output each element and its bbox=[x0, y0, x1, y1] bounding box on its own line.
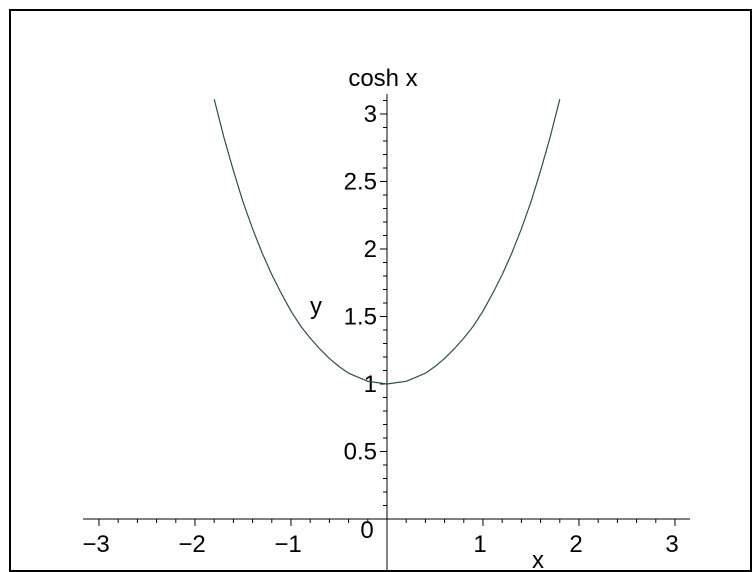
y-ticks bbox=[380, 100, 387, 506]
y-axis-label: y bbox=[310, 293, 322, 320]
x-ticks bbox=[98, 519, 676, 526]
x-tick-labels: −3 −2 −1 0 1 2 3 bbox=[82, 517, 678, 558]
chart-border bbox=[9, 9, 752, 572]
axes bbox=[83, 94, 690, 572]
series-line-0 bbox=[213, 99, 561, 385]
x-tick-label: 3 bbox=[665, 531, 678, 558]
y-tick-label: 0.5 bbox=[344, 439, 377, 466]
x-tick-label: 0 bbox=[360, 517, 373, 544]
y-tick-label: 1.5 bbox=[344, 304, 377, 331]
x-tick-label: −2 bbox=[178, 531, 205, 558]
x-axis-label: x bbox=[532, 547, 544, 572]
y-tick-label: 1 bbox=[364, 371, 377, 398]
y-tick-label: 3 bbox=[364, 101, 377, 128]
series-layer bbox=[213, 99, 561, 385]
x-tick-label: 2 bbox=[569, 531, 582, 558]
chart-title: cosh x bbox=[348, 65, 417, 92]
y-tick-label: 2 bbox=[364, 236, 377, 263]
x-tick-label: −1 bbox=[274, 531, 301, 558]
x-tick-label: −3 bbox=[82, 531, 109, 558]
y-tick-labels: 0.5 1 1.5 2 2.5 3 bbox=[344, 101, 377, 466]
x-tick-label: 1 bbox=[473, 531, 486, 558]
y-tick-label: 2.5 bbox=[344, 169, 377, 196]
